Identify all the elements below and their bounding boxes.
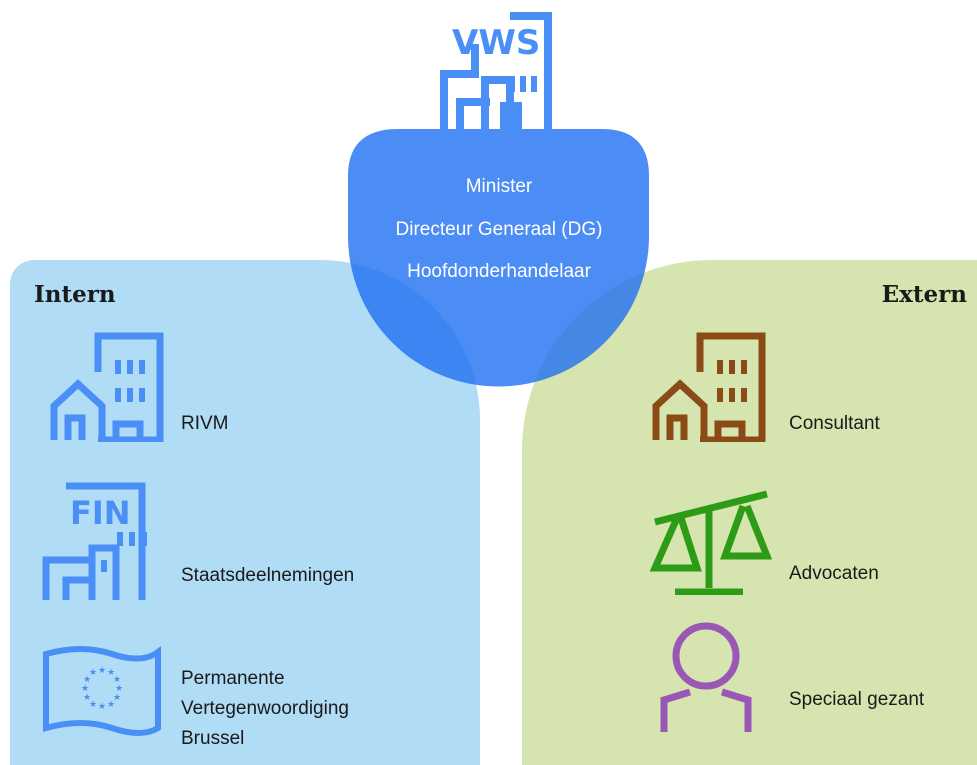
svg-text:★: ★ <box>89 700 97 710</box>
fin-building-text: FIN <box>70 494 131 532</box>
item-permanente-vertegenwoordiging: Permanente Vertegenwoordiging Brussel <box>181 664 349 754</box>
svg-text:★: ★ <box>83 675 91 685</box>
item-rivm: RIVM <box>181 413 229 434</box>
intern-heading: Intern <box>34 281 116 308</box>
ministry-bubble <box>348 129 649 387</box>
person-icon <box>660 622 752 732</box>
role-minister: Minister <box>465 176 533 197</box>
extern-heading: Extern <box>881 281 967 308</box>
svg-text:★: ★ <box>83 693 91 703</box>
item-staatsdeelnemingen: Staatsdeelnemingen <box>181 565 355 586</box>
item-advocaten: Advocaten <box>789 563 879 584</box>
svg-text:★: ★ <box>107 668 115 678</box>
vws-building-icon: VWS <box>440 12 552 134</box>
item-pv-line1: Permanente <box>181 668 285 689</box>
role-hoofdonderhandelaar: Hoofdonderhandelaar <box>407 261 591 282</box>
item-consultant: Consultant <box>789 413 880 434</box>
svg-text:★: ★ <box>81 684 89 694</box>
svg-text:★: ★ <box>98 702 106 712</box>
item-pv-line2: Vertegenwoordiging <box>181 698 349 719</box>
item-speciaal-gezant: Speciaal gezant <box>789 689 925 710</box>
scales-icon <box>649 490 772 595</box>
svg-text:★: ★ <box>98 666 106 676</box>
eu-stars: ★ ★ ★ ★ ★ ★ ★ ★ ★ ★ ★ ★ <box>81 666 123 712</box>
vws-building-text: VWS <box>452 23 540 63</box>
svg-text:★: ★ <box>115 684 123 694</box>
item-pv-line3: Brussel <box>181 728 245 749</box>
fin-building-icon: FIN <box>42 482 147 600</box>
svg-text:★: ★ <box>107 700 115 710</box>
role-dg: Directeur Generaal (DG) <box>395 219 603 240</box>
svg-text:★: ★ <box>89 668 97 678</box>
buildings-icon <box>652 332 766 442</box>
eu-flag-icon: ★ ★ ★ ★ ★ ★ ★ ★ ★ ★ ★ ★ <box>43 646 161 736</box>
svg-text:★: ★ <box>113 675 121 685</box>
svg-text:★: ★ <box>113 693 121 703</box>
buildings-icon <box>50 332 164 442</box>
